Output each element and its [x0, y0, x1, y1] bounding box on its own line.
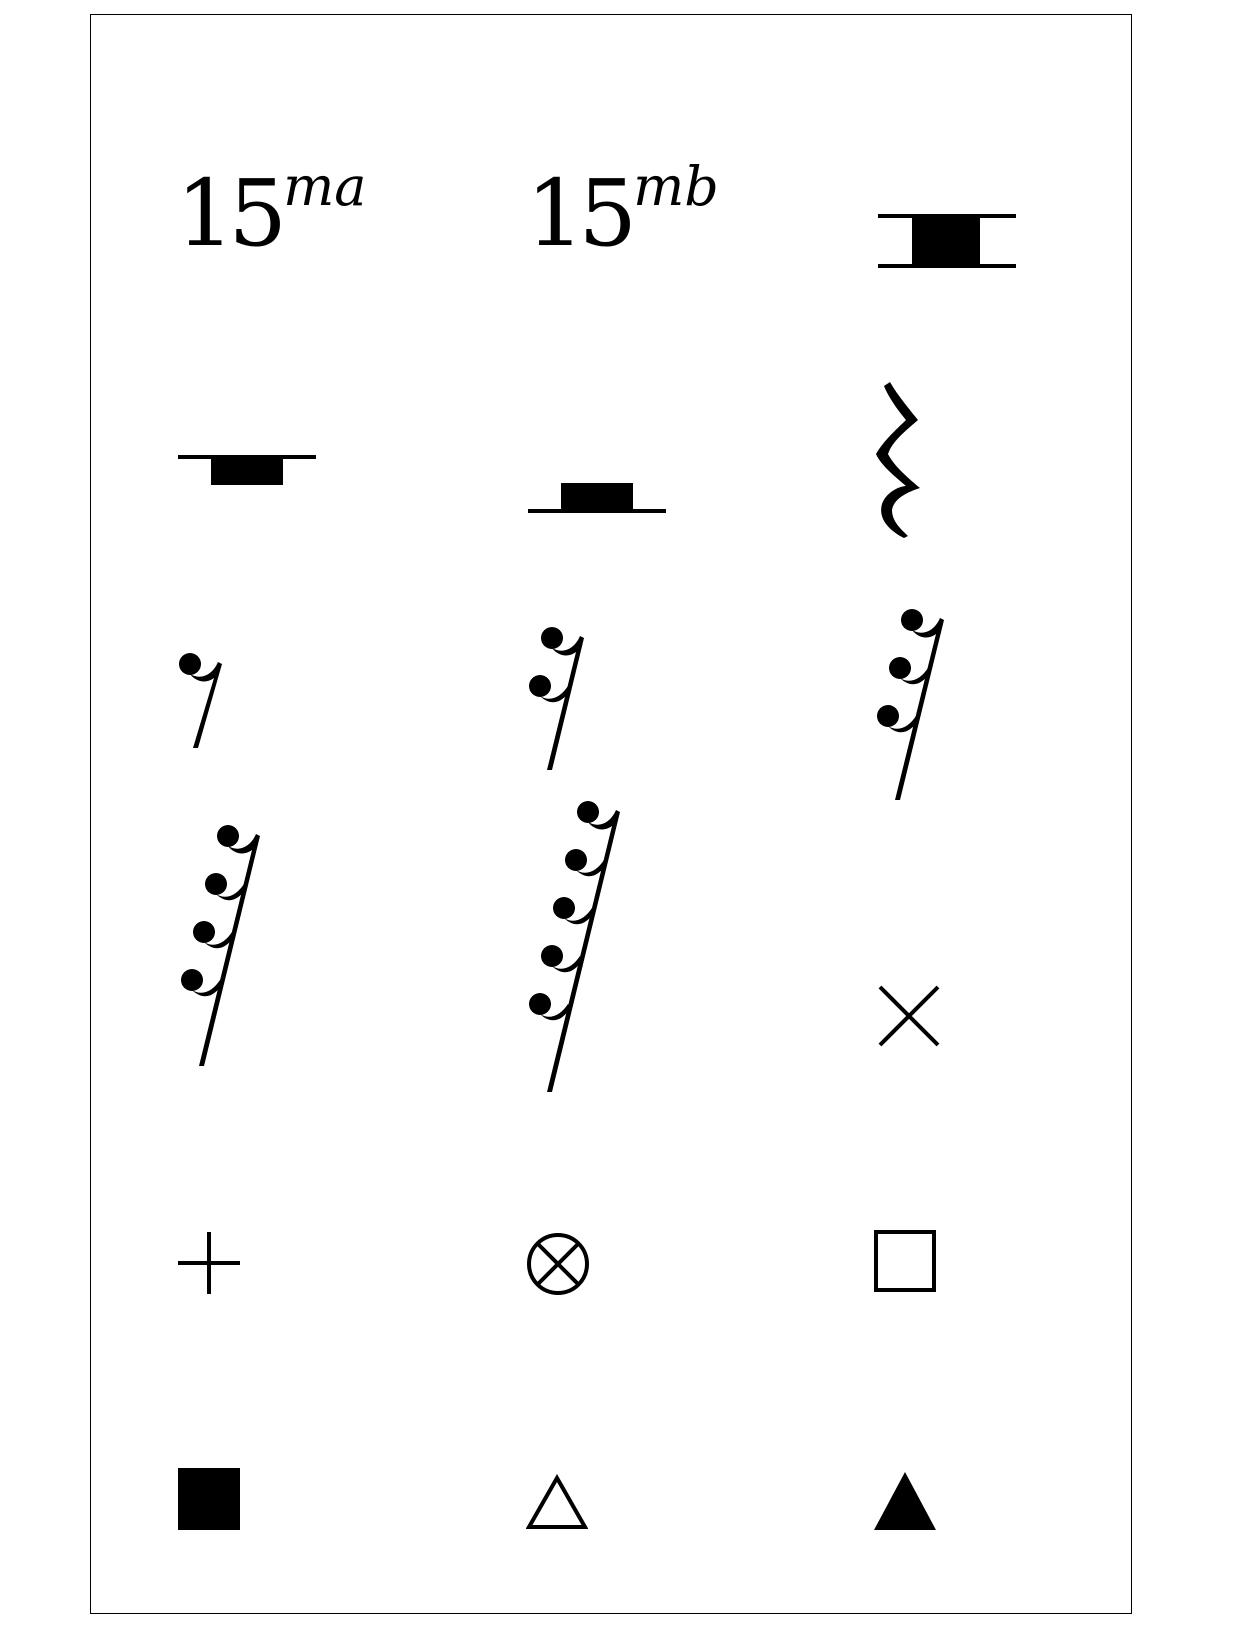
ottava-number: 15 — [526, 160, 637, 267]
sixteenth-rest-icon — [529, 627, 584, 770]
thirty-second-rest-icon — [877, 609, 944, 800]
ottava-15mb-text: 15mb — [526, 160, 719, 260]
eighth-rest-icon — [179, 653, 222, 748]
x-notehead-icon — [878, 985, 940, 1047]
half-rest-icon — [528, 483, 666, 513]
one-twenty-eighth-rest-icon — [529, 801, 620, 1092]
filled-square-notehead-icon — [178, 1468, 240, 1530]
filled-triangle-notehead-icon — [874, 1472, 936, 1530]
ottava-15ma-text: 15ma — [176, 160, 366, 260]
page-frame — [90, 14, 1132, 1614]
quarter-rest-icon — [876, 382, 920, 538]
ottava-suffix: ma — [283, 155, 367, 218]
ottava-number: 15 — [176, 160, 287, 267]
plus-notehead-icon — [178, 1232, 240, 1294]
breve-rest-icon — [878, 214, 1016, 268]
open-triangle-notehead-icon — [526, 1474, 588, 1529]
ottava-suffix: mb — [633, 155, 719, 218]
open-square-notehead-icon — [874, 1230, 936, 1292]
sixty-fourth-rest-icon — [181, 825, 260, 1066]
circle-x-notehead-icon — [527, 1233, 589, 1295]
whole-rest-icon — [178, 455, 316, 485]
